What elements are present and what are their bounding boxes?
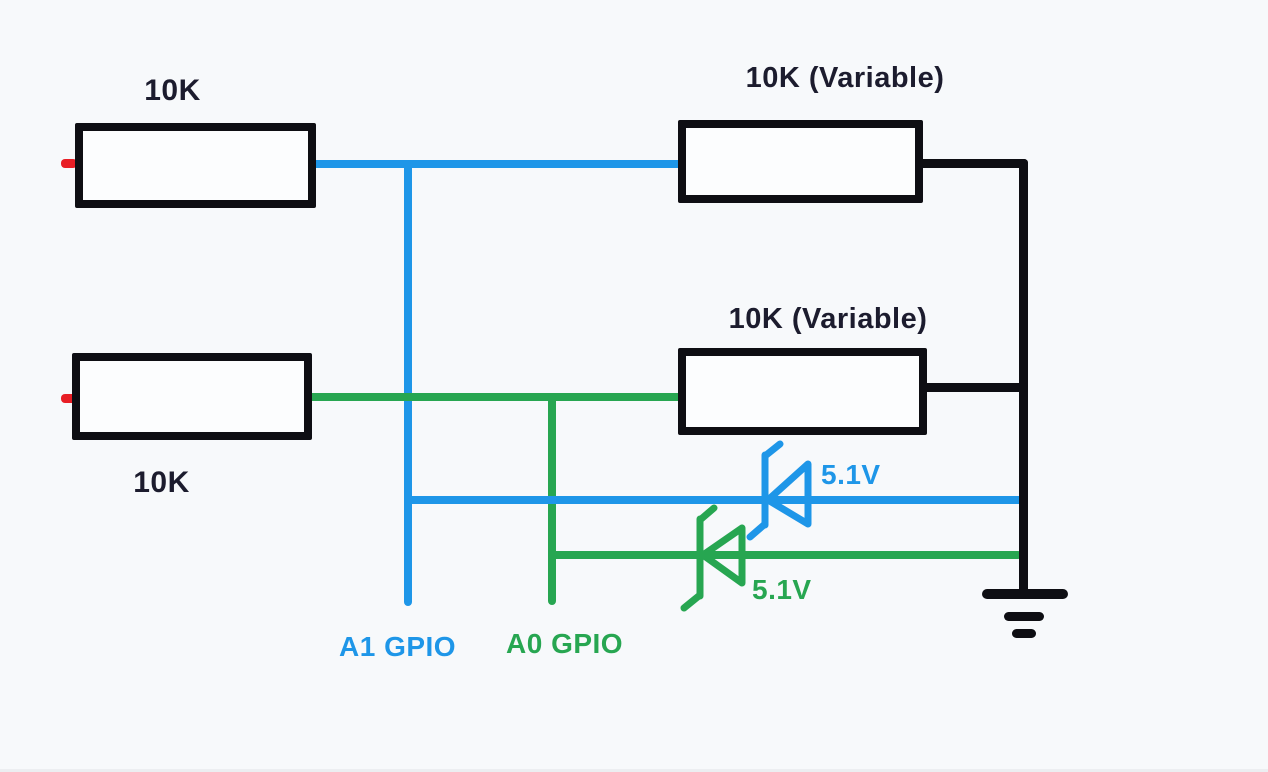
wire-black-mid-to-ground <box>923 383 1028 392</box>
red-terminal-stub-bottom <box>61 394 76 403</box>
resistor-bottom-left <box>72 353 312 440</box>
zener-diode-icon-blue <box>746 440 812 541</box>
resistor-bottom-right <box>678 348 927 435</box>
ground-bar-bottom <box>1012 629 1036 638</box>
gpio-label-a1: A1 GPIO <box>339 631 457 662</box>
resistor-label-bottom-left: 10K <box>133 466 190 499</box>
zener-diode-icon-green <box>680 504 746 612</box>
resistor-label-bottom-right: 10K (Variable) <box>728 303 928 335</box>
wire-blue-top <box>312 160 684 168</box>
wire-black-top-to-ground <box>918 159 1028 168</box>
wire-blue-zener-branch <box>404 496 1023 504</box>
zener-voltage-label-blue: 5.1V <box>821 459 881 490</box>
resistor-label-top-left: 10K <box>144 74 201 107</box>
wire-green-middle <box>308 393 682 401</box>
zener-voltage-label-green: 5.1V <box>752 574 812 605</box>
wire-blue-vertical-a1 <box>404 160 412 606</box>
ground-bar-top <box>982 589 1068 599</box>
resistor-label-top-right: 10K (Variable) <box>745 62 945 94</box>
wire-black-ground-rail <box>1019 159 1028 596</box>
gpio-label-a0: A0 GPIO <box>506 628 624 659</box>
ground-bar-middle <box>1004 612 1044 621</box>
resistor-top-left <box>75 123 316 208</box>
bottom-edge-shadow <box>0 769 1268 772</box>
red-terminal-stub-top <box>61 159 77 168</box>
resistor-top-right <box>678 120 923 203</box>
wire-green-zener-branch <box>548 551 1022 559</box>
